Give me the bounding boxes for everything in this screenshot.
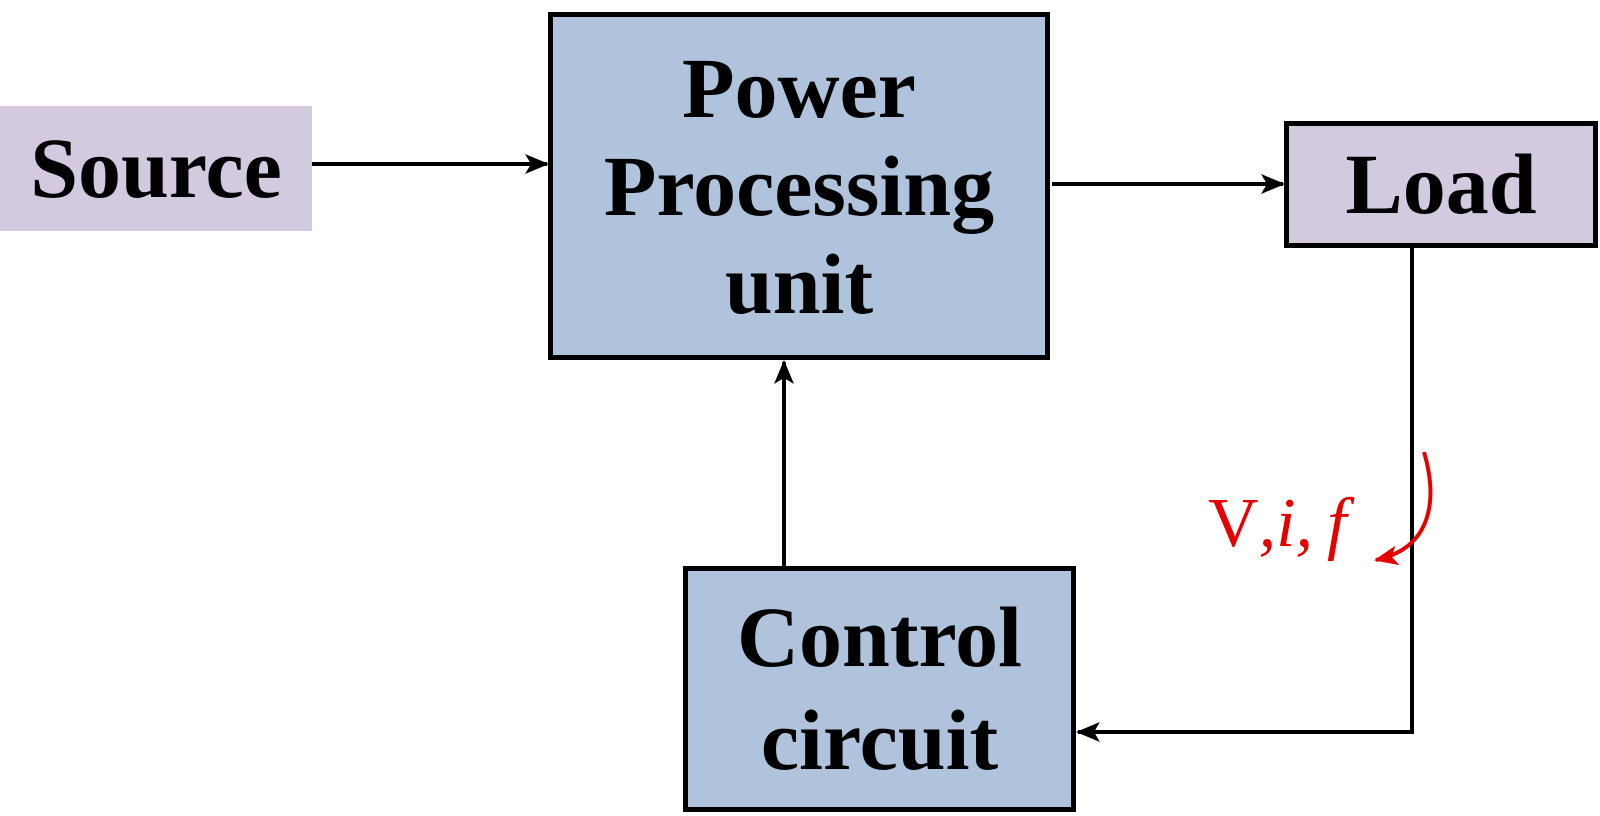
- source-label: Source: [30, 120, 282, 217]
- source-block: Source: [0, 106, 312, 231]
- frequency-symbol: f: [1327, 485, 1347, 562]
- load-block: Load: [1284, 121, 1598, 248]
- control-label-line-1: Control: [736, 588, 1023, 685]
- power-processing-unit-block: Power Processing unit: [548, 12, 1050, 360]
- feedback-curved-arrow: [1374, 451, 1433, 566]
- control-circuit-block: Control circuit: [683, 566, 1076, 812]
- ppu-label-line-1: Power: [682, 39, 916, 136]
- control-label-line-2: circuit: [760, 692, 999, 788]
- ppu-label-line-2: Processing: [603, 137, 995, 234]
- voltage-symbol: V: [1208, 485, 1259, 562]
- separator-1: ,: [1258, 485, 1277, 562]
- ppu-label-line-3: unit: [724, 236, 874, 333]
- feedback-signal-label: V,i, f: [1208, 484, 1346, 564]
- separator-2: ,: [1295, 485, 1314, 562]
- current-symbol: i: [1276, 485, 1296, 562]
- arrow-load-to-control: [1076, 242, 1414, 742]
- load-label: Load: [1345, 136, 1537, 233]
